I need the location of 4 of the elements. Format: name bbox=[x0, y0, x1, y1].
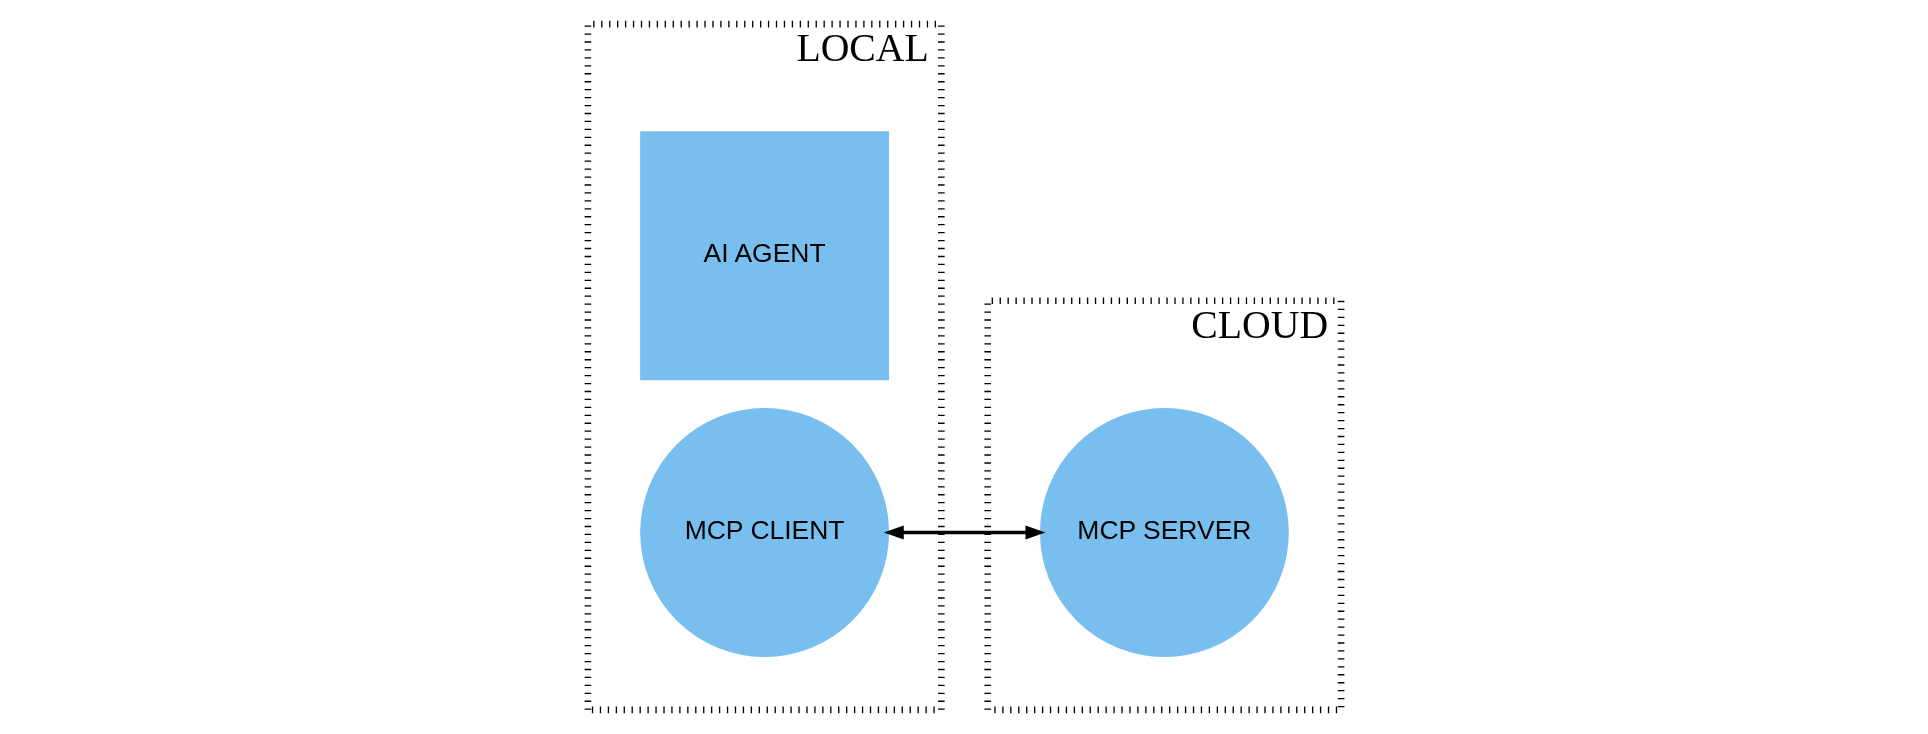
arrow bbox=[883, 525, 1045, 540]
node-box: AI AGENT bbox=[639, 131, 889, 381]
node-circle: MCP SERVER bbox=[1039, 408, 1289, 657]
node-circle: MCP CLIENT bbox=[639, 408, 889, 657]
